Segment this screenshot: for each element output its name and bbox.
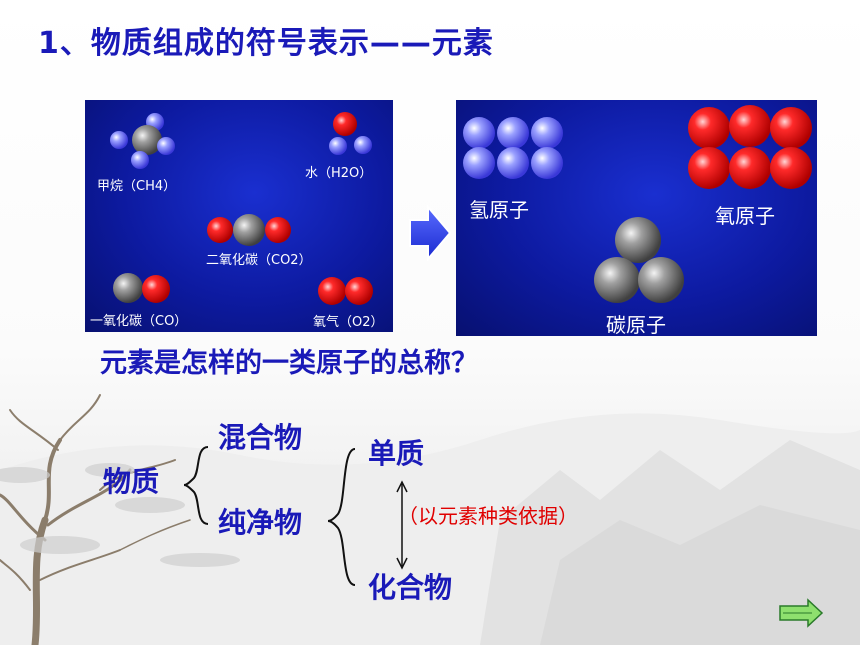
- methane-label: 甲烷（CH4）: [97, 179, 177, 194]
- carbon-monoxide-label: 一氧化碳（CO）: [90, 314, 188, 329]
- question-text: 元素是怎样的一类原子的总称？: [100, 348, 478, 379]
- pure-substance-label: 纯净物: [218, 506, 303, 539]
- compound-label: 化合物: [368, 571, 453, 604]
- carbon-atom-label: 碳原子: [606, 313, 666, 337]
- oxygen-atom-label: 氧原子: [715, 204, 775, 228]
- element-substance-label: 单质: [368, 437, 425, 470]
- carbon-dioxide-label: 二氧化碳（CO2）: [206, 253, 312, 268]
- hydrogen-atom-label: 氢原子: [469, 198, 529, 222]
- molecules-panel: [85, 100, 393, 332]
- matter-label: 物质: [103, 465, 160, 498]
- mixture-label: 混合物: [218, 421, 303, 454]
- oxygen-label: 氧气（O2）: [313, 315, 384, 330]
- page-title: 1、物质组成的符号表示——元素: [38, 26, 494, 61]
- water-label: 水（H2O）: [305, 166, 373, 181]
- classification-basis-note: （以元素种类依据）: [398, 504, 578, 528]
